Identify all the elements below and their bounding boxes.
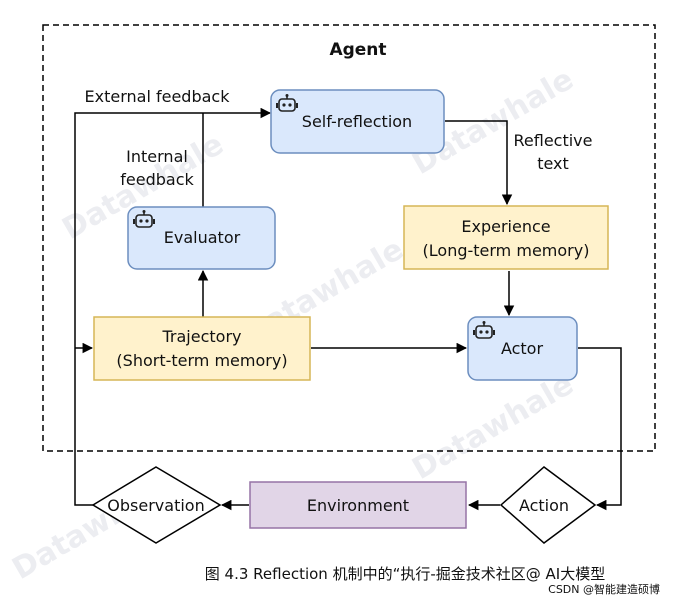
edge-actor-action (578, 347, 622, 511)
node-action: Action (499, 466, 597, 544)
csdn-credit: CSDN @智能建造硕博 (548, 582, 660, 596)
watermark-text: Datawhale (407, 367, 580, 487)
node-sublabel: (Short-term memory) (116, 351, 287, 370)
label-reflective-text-2: text (537, 154, 569, 173)
node-label: Actor (501, 339, 544, 358)
node-label: Self-reflection (302, 112, 412, 131)
node-evaluator: Evaluator (127, 206, 276, 270)
agent-boundary (42, 24, 656, 452)
label-reflective-text-1: Reflective (514, 131, 593, 150)
node-label: Action (519, 496, 569, 515)
agent-title: Agent (329, 40, 386, 60)
node-sublabel: (Long-term memory) (423, 241, 590, 260)
node-self-reflection: Self-reflection (270, 89, 445, 154)
node-actor: Actor (467, 316, 578, 381)
edge-external-feedback (74, 107, 272, 506)
node-trajectory: Trajectory (Short-term memory) (93, 316, 311, 381)
figure-caption: 图 4.3 Reflection 机制中的“执行-掘金技术社区@ AI大模型 (205, 565, 605, 583)
label-internal-feedback-1: Internal (126, 147, 188, 166)
node-label: Environment (307, 496, 409, 515)
node-label: Evaluator (164, 228, 241, 247)
node-environment: Environment (249, 481, 467, 529)
node-label: Observation (107, 496, 204, 515)
edge-reflective-text (445, 120, 513, 206)
label-internal-feedback-2: feedback (120, 170, 194, 189)
edges (74, 107, 622, 511)
label-external-feedback: External feedback (85, 87, 231, 106)
node-observation: Observation (91, 466, 222, 544)
node-experience: Experience (Long-term memory) (403, 205, 609, 270)
node-label: Trajectory (162, 327, 242, 346)
node-label: Experience (461, 217, 550, 236)
